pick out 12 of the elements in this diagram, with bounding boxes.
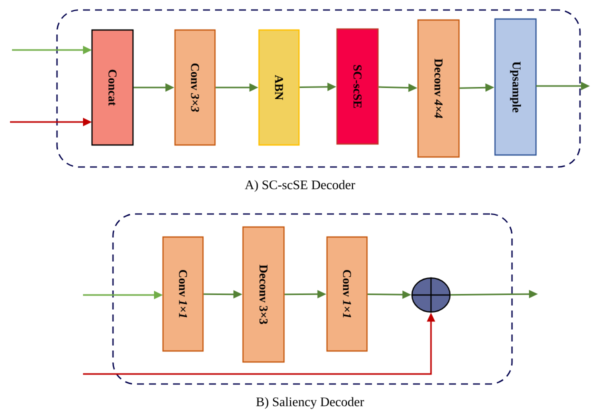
layer-box: Deconv 4×4 — [417, 19, 460, 158]
layer-box: SC-scSE — [336, 28, 379, 145]
layer-box: ABN — [258, 29, 300, 146]
layer-box: Deconv 3×3 — [242, 226, 285, 363]
decoder-title: A) SC-scSE Decoder — [244, 180, 356, 192]
layer-box: Conv 1×1 — [326, 236, 368, 352]
sum-symbol — [410, 276, 452, 314]
layer-box: Conv 1×1 — [162, 236, 204, 352]
layer-box: Upsample — [494, 18, 537, 156]
layer-box: Concat — [91, 29, 134, 146]
layer-box: Conv 3×3 — [174, 29, 216, 146]
decoder-title: B) Saliency Decoder — [256, 397, 364, 409]
